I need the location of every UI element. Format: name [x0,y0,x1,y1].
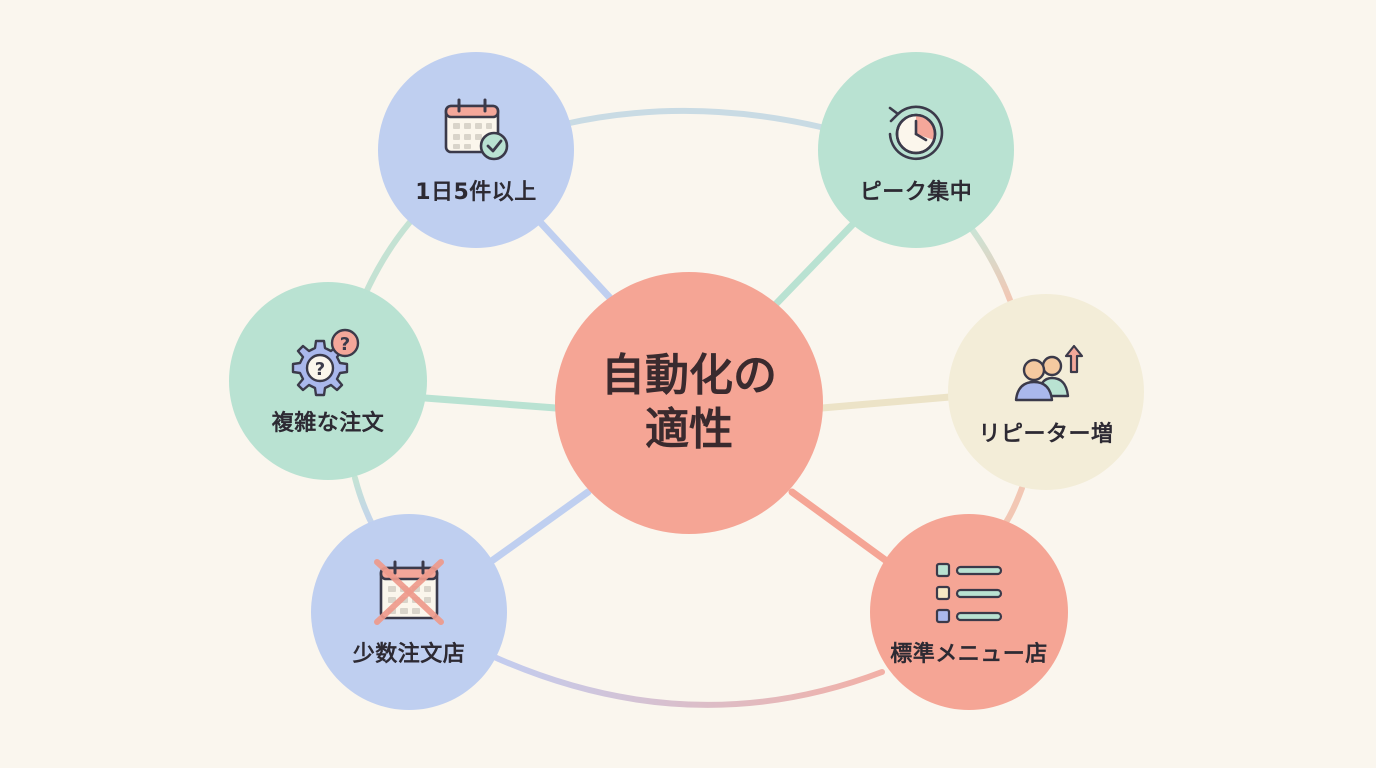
node-peak: ピーク集中 [818,52,1014,248]
node-repeater: リピーター増 [948,294,1144,490]
ring-right-lower [1002,485,1025,527]
node-label: 標準メニュー店 [890,642,1048,667]
calendar-cross-icon [371,556,447,632]
node-complex: ? ? 複雑な注文 [229,282,427,480]
node-daily-orders: 1日5件以上 [378,52,574,248]
node-label: ピーク集中 [859,180,973,205]
spoke-daily-orders [536,218,616,304]
spoke-few-orders [489,488,592,564]
svg-text:?: ? [340,334,350,355]
calendar-check-icon [438,94,514,170]
spoke-peak [771,218,859,309]
spoke-repeater [818,393,954,412]
ring-right-upper [965,221,1013,303]
users-arrow-up-icon [1008,336,1084,412]
center-node: 自動化の 適性 [555,272,823,534]
node-few-orders: 少数注文店 [311,514,507,710]
center-title: 自動化の 適性 [601,349,777,456]
node-standard-menu: 標準メニュー店 [870,514,1068,710]
center-title-line2: 適性 [645,404,733,455]
node-label: 1日5件以上 [415,180,537,205]
node-label: 少数注文店 [352,642,466,667]
clock-refresh-icon [878,94,954,170]
svg-text:?: ? [315,359,325,380]
list-icon [931,556,1007,632]
spoke-standard-menu [788,488,892,566]
node-label: 複雑な注文 [271,411,385,436]
ring-top [562,107,828,131]
center-title-line1: 自動化の [601,350,777,402]
ring-bottom [489,653,885,708]
spoke-complex [421,394,560,412]
gear-question-icon: ? ? [290,325,366,401]
node-label: リピーター増 [978,422,1114,447]
